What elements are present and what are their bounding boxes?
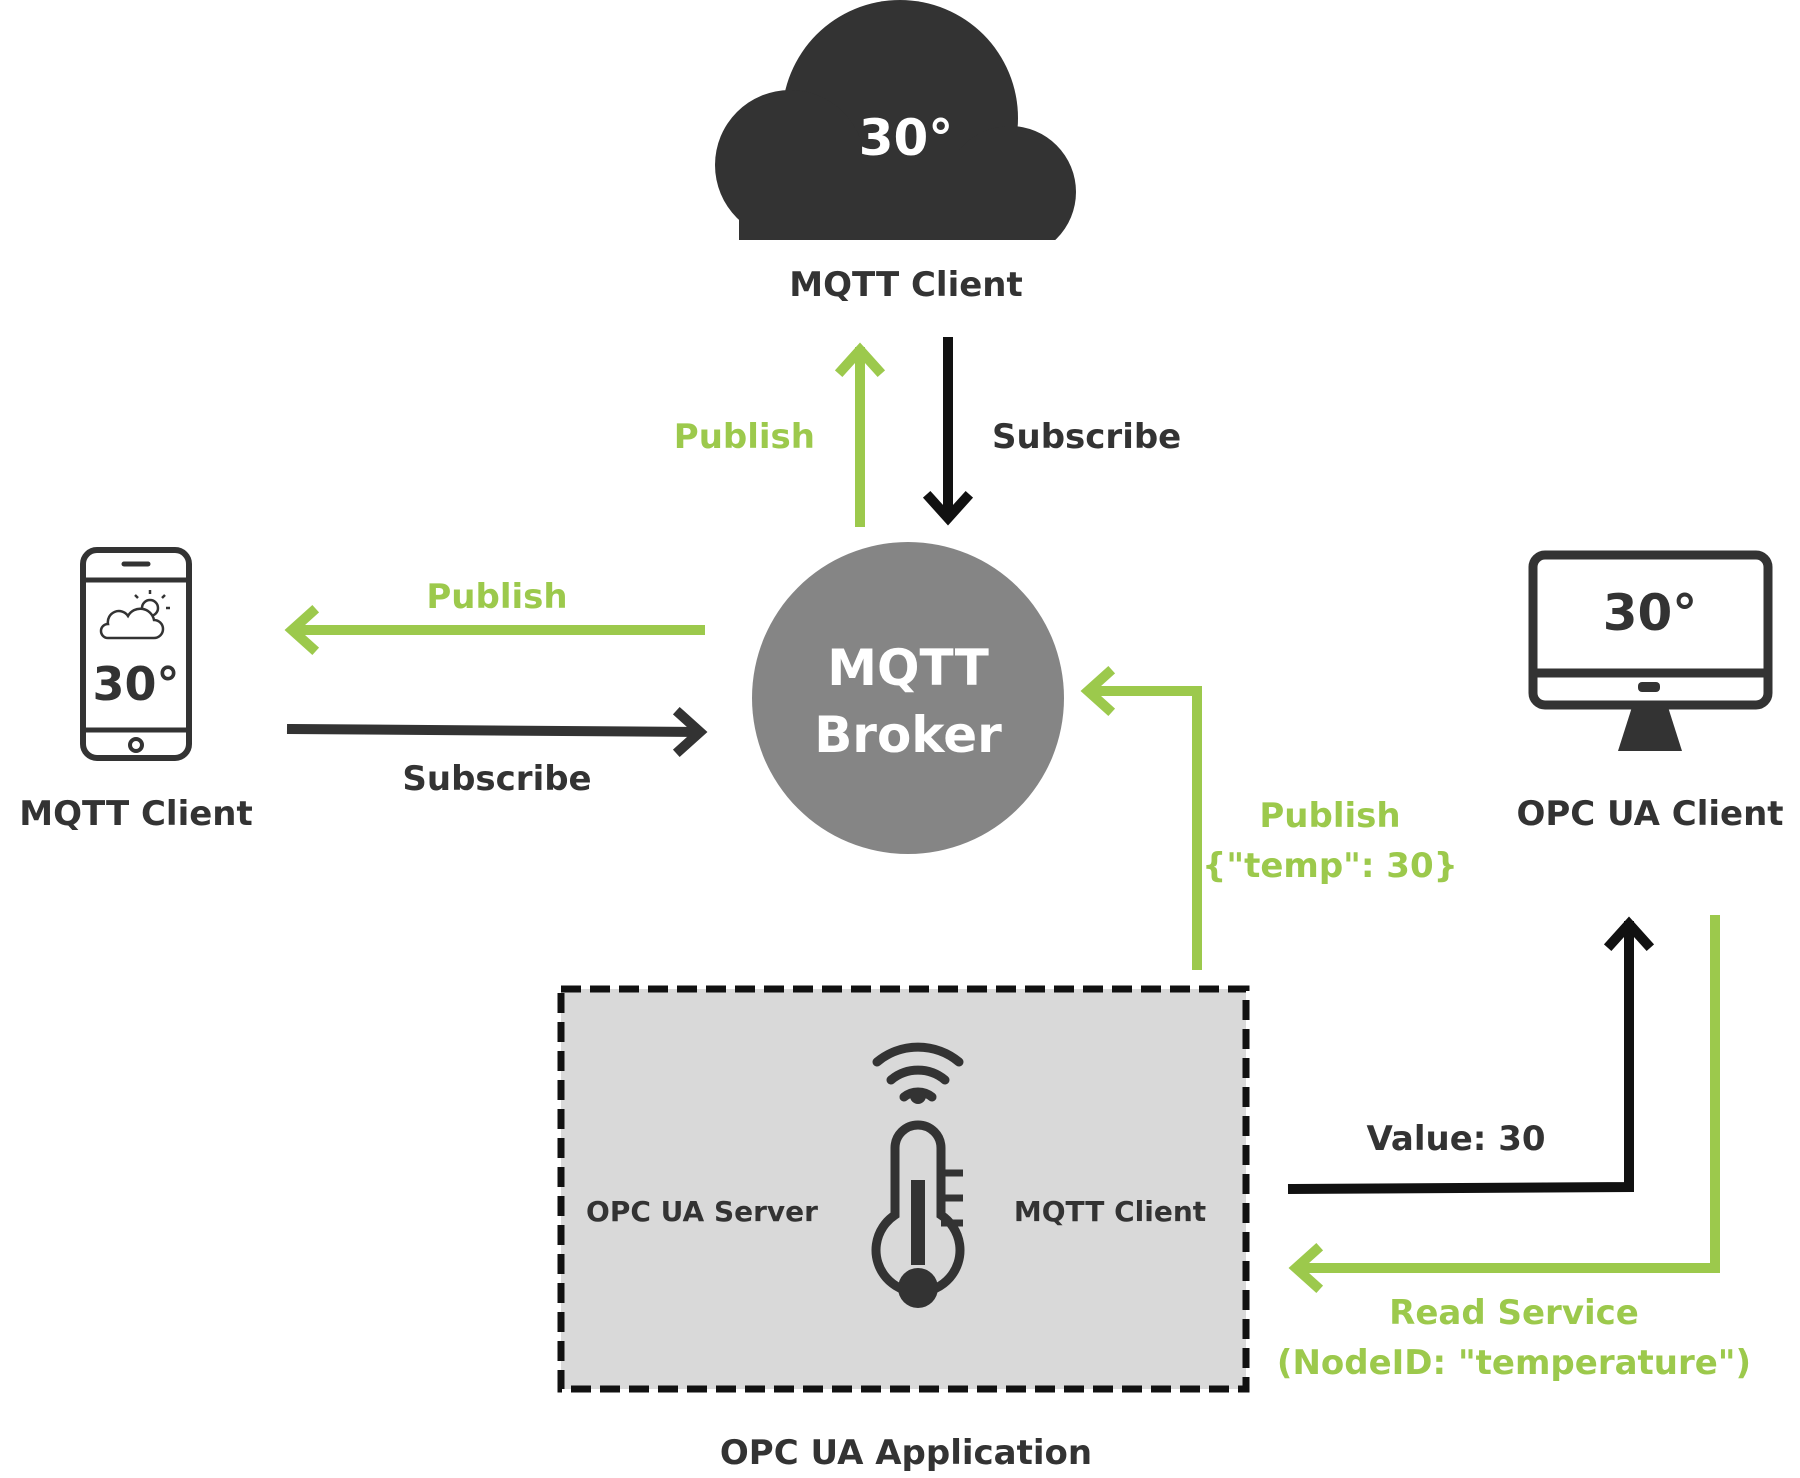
- cloud-temperature: 30°: [859, 109, 954, 167]
- top-subscribe-label: Subscribe: [992, 417, 1181, 457]
- app-publish-payload: {"temp": 30}: [1202, 846, 1458, 886]
- desktop-monitor-icon: [1528, 550, 1773, 710]
- monitor-power-light: [1638, 682, 1660, 692]
- application-box: [557, 985, 1250, 1393]
- desktop-temperature: 30°: [1603, 584, 1698, 642]
- top-subscribe-arrow: [922, 337, 974, 526]
- phone-client-label: MQTT Client: [19, 794, 253, 834]
- app-publish-arrow: [1080, 665, 1202, 970]
- weather-icon: [99, 590, 170, 640]
- opcua-client: 30° OPC UA Client: [1516, 550, 1784, 834]
- value-arrow: [1287, 916, 1655, 1195]
- application-caption: OPC UA Application: [720, 1433, 1092, 1473]
- phone-temperature: 30°: [92, 657, 179, 711]
- left-subscribe-arrow: [286, 706, 708, 758]
- cloud-client-label: MQTT Client: [789, 265, 1023, 305]
- top-publish-label: Publish: [674, 417, 815, 457]
- broker-circle: [752, 542, 1064, 854]
- server-label: OPC UA Server: [586, 1195, 818, 1228]
- top-publish-arrow: [834, 342, 886, 527]
- app-publish-label: Publish: [1259, 796, 1400, 836]
- monitor-stand: [1618, 707, 1682, 751]
- cloud-mqtt-client: 30° MQTT Client: [715, 0, 1076, 305]
- mqtt-broker: MQTT Broker: [752, 542, 1064, 854]
- opcua-application: OPC UA Server MQTT Client: [557, 985, 1250, 1393]
- left-subscribe-label: Subscribe: [402, 759, 591, 799]
- wifi-dot: [910, 1088, 926, 1104]
- left-publish-label: Publish: [426, 577, 567, 617]
- left-publish-arrow: [284, 604, 705, 656]
- opcua-client-label: OPC UA Client: [1516, 794, 1783, 834]
- read-service-node: (NodeID: "temperature"): [1277, 1343, 1751, 1383]
- read-service-arrow: [1288, 915, 1720, 1294]
- cloud-icon: [715, 0, 1076, 240]
- thermometer-icon: [871, 1120, 965, 1308]
- phone-mqtt-client: 30° MQTT Client: [19, 547, 253, 834]
- smartphone-weather-icon: [80, 547, 192, 761]
- broker-label-line2: Broker: [814, 706, 1002, 764]
- value-label: Value: 30: [1366, 1119, 1545, 1159]
- broker-label-line1: MQTT: [827, 639, 989, 697]
- app-mqtt-client-label: MQTT Client: [1014, 1195, 1206, 1228]
- read-service-label: Read Service: [1389, 1293, 1639, 1333]
